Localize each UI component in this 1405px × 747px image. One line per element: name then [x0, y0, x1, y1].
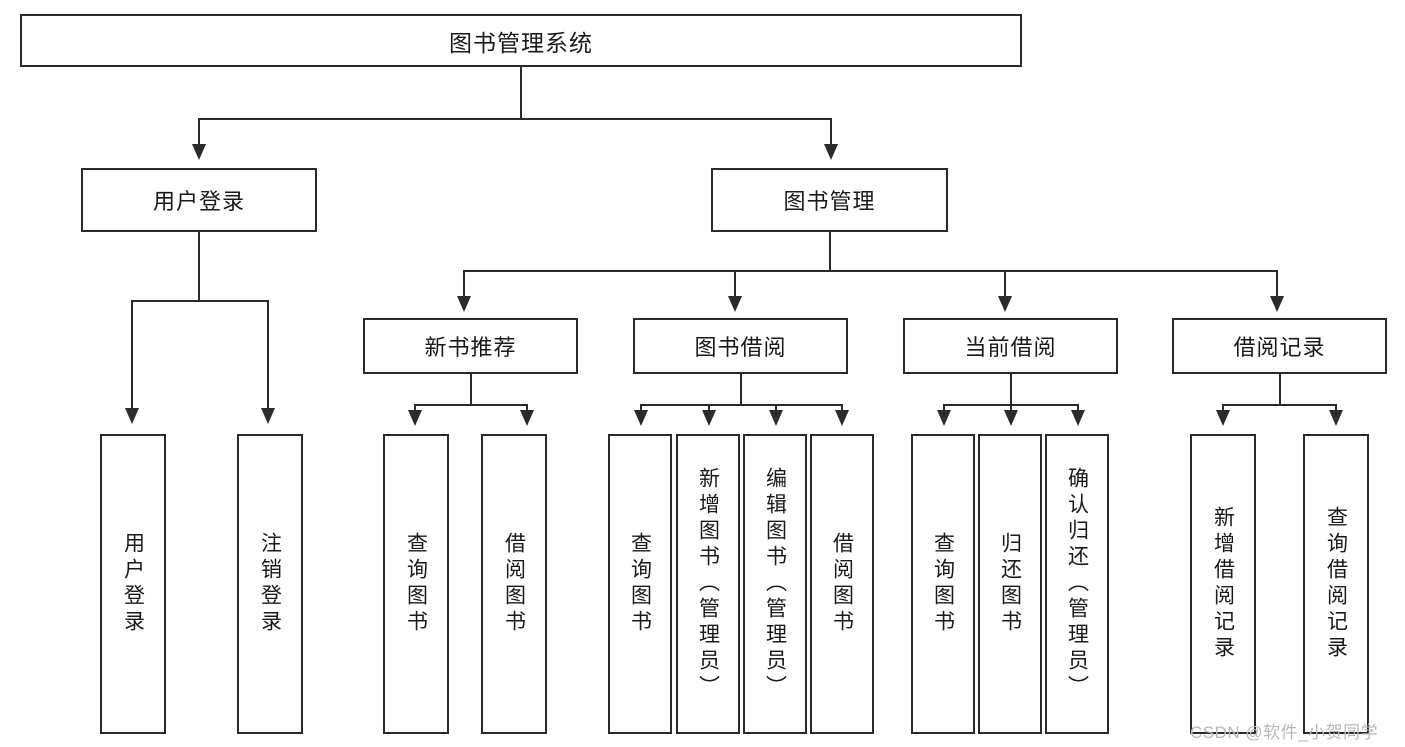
leaf-label: 用户登录 — [121, 532, 145, 636]
leaf-logout[interactable]: 注销登录 — [237, 434, 303, 734]
watermark-text: CSDN @软件_小贺同学 — [1190, 723, 1379, 742]
connector-level3-bus — [463, 270, 1277, 272]
connector-book-management-down — [829, 232, 831, 272]
node-user-login[interactable]: 用户登录 — [81, 168, 317, 232]
arrow-to-query-book-3 — [937, 410, 951, 426]
arrow-to-query-book-1 — [408, 410, 422, 426]
leaf-add-book-admin[interactable]: 新增图书（管理员） — [676, 434, 740, 734]
node-label: 当前借阅 — [964, 335, 1057, 360]
node-label: 新书推荐 — [424, 335, 517, 360]
connector-borrow-record-down — [1279, 374, 1281, 406]
arrow-to-logout-leaf — [261, 408, 275, 424]
arrow-to-book-management — [824, 144, 838, 160]
leaf-label: 借阅图书 — [830, 532, 854, 636]
connector-borrow-record-bus-left — [1222, 404, 1224, 412]
connector-book-borrow-bus-1 — [640, 404, 642, 412]
connector-root-bus-right-drop — [830, 118, 832, 146]
node-label: 用户登录 — [152, 189, 245, 214]
arrow-to-user-login — [192, 144, 206, 160]
leaf-label: 归还图书 — [998, 532, 1022, 636]
connector-new-book-down — [470, 374, 472, 406]
connector-level3-drop-3 — [1004, 270, 1006, 298]
connector-book-borrow-bus-2 — [708, 404, 710, 412]
connector-root-bus-left-drop — [198, 118, 200, 146]
connector-new-book-bus-right — [526, 404, 528, 412]
connector-book-borrow-down — [740, 374, 742, 406]
arrow-to-current-borrow — [998, 296, 1012, 312]
leaf-return-book[interactable]: 归还图书 — [978, 434, 1042, 734]
connector-book-borrow-bus — [640, 404, 843, 406]
connector-book-borrow-bus-4 — [841, 404, 843, 412]
connector-user-login-down — [198, 232, 200, 302]
connector-level3-drop-2 — [734, 270, 736, 298]
leaf-query-book-recommend[interactable]: 查询图书 — [383, 434, 449, 734]
arrow-to-query-book-2 — [634, 410, 648, 426]
leaf-label: 查询图书 — [931, 532, 955, 636]
arrow-to-borrow-record — [1270, 296, 1284, 312]
arrow-to-book-borrow — [728, 296, 742, 312]
leaf-label: 注销登录 — [258, 532, 282, 636]
connector-new-book-bus — [414, 404, 527, 406]
leaf-label: 新增图书（管理员） — [696, 467, 720, 701]
connector-user-login-bus-left — [131, 300, 133, 410]
node-label: 图书借阅 — [694, 335, 787, 360]
node-label: 图书管理系统 — [449, 29, 593, 56]
connector-current-borrow-down — [1010, 374, 1012, 406]
leaf-query-book-borrow[interactable]: 查询图书 — [608, 434, 672, 734]
node-label: 图书管理 — [783, 189, 876, 214]
node-new-book-recommend[interactable]: 新书推荐 — [363, 318, 578, 374]
leaf-label: 新增借阅记录 — [1211, 506, 1235, 662]
connector-root-down — [520, 67, 522, 119]
arrow-to-confirm-return — [1071, 410, 1085, 426]
leaf-label: 查询图书 — [404, 532, 428, 636]
arrow-to-return-book — [1004, 410, 1018, 426]
arrow-to-borrow-book-1 — [520, 410, 534, 426]
leaf-query-borrow-record[interactable]: 查询借阅记录 — [1303, 434, 1369, 734]
leaf-label: 查询借阅记录 — [1324, 506, 1348, 662]
leaf-label: 编辑图书（管理员） — [763, 467, 787, 701]
arrow-to-user-login-leaf — [125, 408, 139, 424]
leaf-add-borrow-record[interactable]: 新增借阅记录 — [1190, 434, 1256, 734]
leaf-confirm-return-admin[interactable]: 确认归还（管理员） — [1045, 434, 1109, 734]
arrow-to-query-record — [1329, 410, 1343, 426]
leaf-label: 确认归还（管理员） — [1065, 467, 1089, 701]
arrow-to-borrow-book-2 — [835, 410, 849, 426]
node-label: 借阅记录 — [1233, 335, 1326, 360]
connector-current-borrow-bus-2 — [1010, 404, 1012, 412]
node-root-book-management-system[interactable]: 图书管理系统 — [20, 14, 1022, 67]
node-book-management[interactable]: 图书管理 — [711, 168, 948, 232]
connector-book-borrow-bus-3 — [775, 404, 777, 412]
connector-borrow-record-bus-right — [1335, 404, 1337, 412]
connector-level3-drop-1 — [463, 270, 465, 298]
leaf-edit-book-admin[interactable]: 编辑图书（管理员） — [743, 434, 807, 734]
node-book-borrow[interactable]: 图书借阅 — [633, 318, 848, 374]
connector-level3-drop-4 — [1276, 270, 1278, 298]
leaf-label: 借阅图书 — [502, 532, 526, 636]
connector-user-login-bus-right — [267, 300, 269, 410]
connector-current-borrow-bus-3 — [1077, 404, 1079, 412]
arrow-to-edit-book — [769, 410, 783, 426]
arrow-to-new-book-recommend — [457, 296, 471, 312]
connector-borrow-record-bus — [1222, 404, 1337, 406]
arrow-to-add-record — [1216, 410, 1230, 426]
connector-new-book-bus-left — [414, 404, 416, 412]
leaf-query-book-current[interactable]: 查询图书 — [911, 434, 975, 734]
arrow-to-add-book — [702, 410, 716, 426]
node-borrow-record[interactable]: 借阅记录 — [1172, 318, 1387, 374]
leaf-borrow-book-recommend[interactable]: 借阅图书 — [481, 434, 547, 734]
connector-root-bus — [198, 118, 832, 120]
connector-user-login-bus — [131, 300, 268, 302]
node-current-borrow[interactable]: 当前借阅 — [903, 318, 1118, 374]
connector-current-borrow-bus-1 — [943, 404, 945, 412]
leaf-user-login[interactable]: 用户登录 — [100, 434, 166, 734]
leaf-borrow-book[interactable]: 借阅图书 — [810, 434, 874, 734]
leaf-label: 查询图书 — [628, 532, 652, 636]
